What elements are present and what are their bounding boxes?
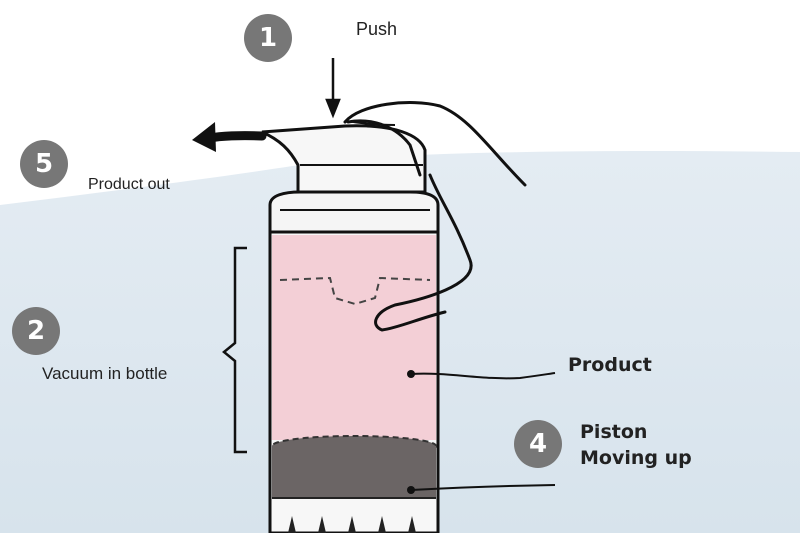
push-label: Push (356, 19, 398, 39)
piston-leader (410, 484, 556, 491)
product-out-label: Product out (88, 176, 170, 193)
push-arrow (325, 58, 341, 119)
step-2-number: 2 (26, 316, 46, 346)
bottle-base-teeth (288, 516, 416, 533)
valve-dashed-line (279, 276, 431, 306)
step-1-badge: 1 (244, 14, 292, 62)
step-4-number: 4 (528, 429, 548, 459)
step-1-number: 1 (258, 23, 278, 53)
pump-head (261, 124, 427, 194)
step-5-number: 5 (34, 149, 54, 179)
step-2-badge: 2 (12, 307, 60, 355)
piston-label-line2: Moving up (580, 447, 692, 469)
vacuum-label: Vacuum in bottle (42, 364, 168, 383)
vacuum-bracket (222, 246, 247, 454)
step-4-badge: 4 (514, 420, 562, 468)
step-5-badge: 5 (20, 140, 68, 188)
product-fill (272, 235, 436, 440)
product-out-arrow (192, 122, 267, 152)
hand (343, 101, 527, 332)
product-leader (410, 372, 556, 380)
bottle-collar (268, 190, 440, 234)
piston-label-line1: Piston (580, 421, 648, 443)
product-callout-label: Product (568, 354, 652, 376)
